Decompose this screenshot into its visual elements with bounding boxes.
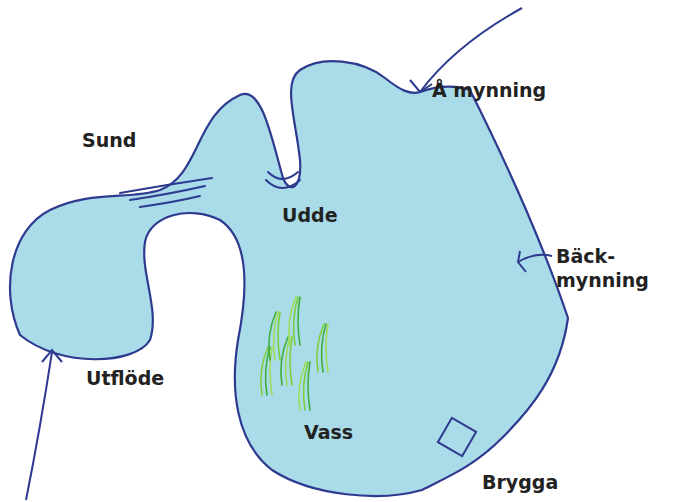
map-label: Udde	[282, 203, 402, 227]
map-label: Brygga	[482, 470, 632, 494]
reed-strokes	[261, 297, 328, 410]
map-label: Å mynning	[432, 78, 632, 102]
river-mouth-mark	[410, 80, 432, 92]
stream-mouth-mark	[518, 251, 526, 272]
strait-lines	[120, 178, 212, 207]
map-label: Vass	[304, 420, 404, 444]
map-label: Bäck- mynning	[556, 244, 656, 292]
stream-line	[518, 255, 552, 262]
map-label: Utflöde	[86, 366, 226, 390]
outflow-line	[26, 352, 52, 500]
jetty-symbol	[438, 418, 476, 456]
outflow-mark	[42, 350, 62, 362]
headland-marks	[266, 172, 300, 188]
lake-outline	[10, 61, 568, 496]
map-label: Sund	[82, 128, 202, 152]
